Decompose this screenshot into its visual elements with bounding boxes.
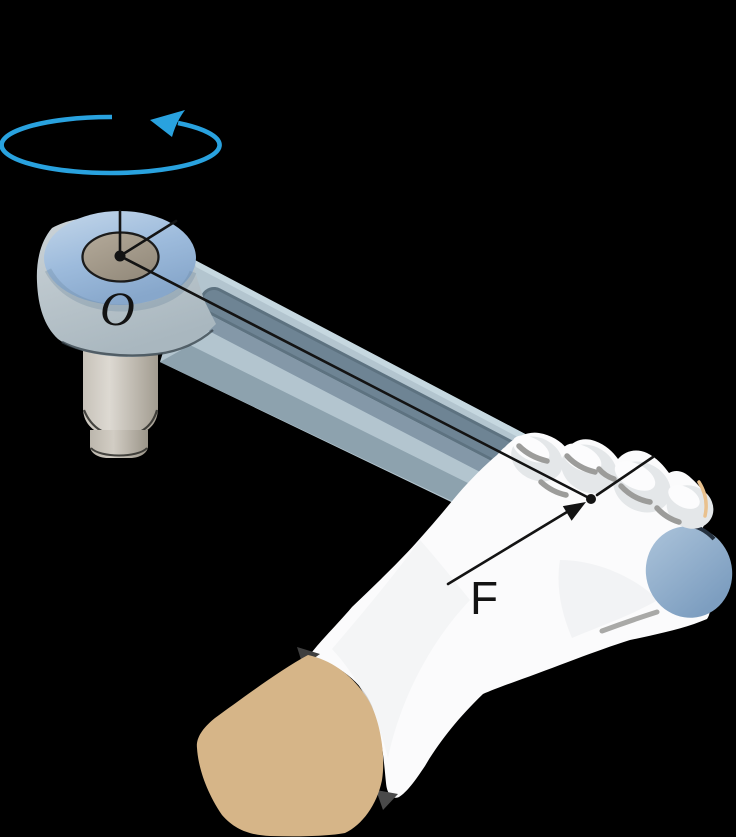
knuckle-crease-1	[516, 443, 550, 464]
annotations	[114, 209, 655, 586]
force-arrow-shaft	[446, 510, 569, 586]
knuckle-crease-5	[618, 483, 653, 505]
pivot-dot	[114, 250, 126, 262]
fingertip-skin-sliver	[697, 480, 708, 518]
knuckle-crease-4	[538, 479, 569, 498]
force-direction-line-at-pivot	[118, 219, 178, 258]
finger-1-highlight	[512, 435, 550, 463]
rotation-arc	[0, 114, 222, 176]
glove-palm-shading	[558, 560, 658, 638]
force-application-dot	[586, 494, 596, 504]
socket-adapter-tip-edge	[90, 447, 148, 457]
socket-adapter-tip	[90, 430, 148, 458]
knuckle-crease-2	[564, 453, 598, 475]
lever-arm-line	[118, 254, 593, 501]
glove-palm	[309, 432, 711, 798]
force-label: F	[470, 572, 498, 624]
heel-crease	[599, 609, 660, 634]
forearm-group	[196, 647, 398, 837]
rotation-arrowhead	[150, 110, 185, 137]
wrench-handle	[160, 259, 551, 556]
finger-2-highlight	[562, 443, 602, 473]
handle-top-edge-highlight	[193, 259, 548, 453]
force-arrow-icon	[562, 502, 586, 521]
finger-4-highlight	[668, 485, 700, 509]
handle-ball-end	[645, 526, 733, 618]
head-bottom-edge	[61, 329, 214, 357]
pivot-label: O	[100, 283, 135, 336]
glove-cuff-shading	[332, 540, 470, 758]
glove-fingers	[511, 435, 714, 634]
gloved-hand	[309, 432, 711, 798]
socket-adapter-cylinder	[83, 350, 158, 435]
handle-side-face	[160, 345, 486, 512]
forearm	[196, 655, 384, 837]
knuckle-crease-6	[654, 505, 682, 525]
socket-adapter	[82, 350, 159, 458]
knuckle-crease-3	[596, 466, 617, 482]
wrench-head	[36, 211, 216, 357]
handle-groove	[203, 290, 548, 480]
head-top-inner-shadow	[44, 268, 197, 312]
rotation-ccw-arrow-icon	[0, 110, 222, 176]
cuff-shadow-wedge-right	[376, 790, 398, 810]
finger-3-highlight	[614, 461, 656, 491]
force-line-extension	[595, 455, 655, 497]
handle-groove-shadow	[198, 313, 537, 497]
